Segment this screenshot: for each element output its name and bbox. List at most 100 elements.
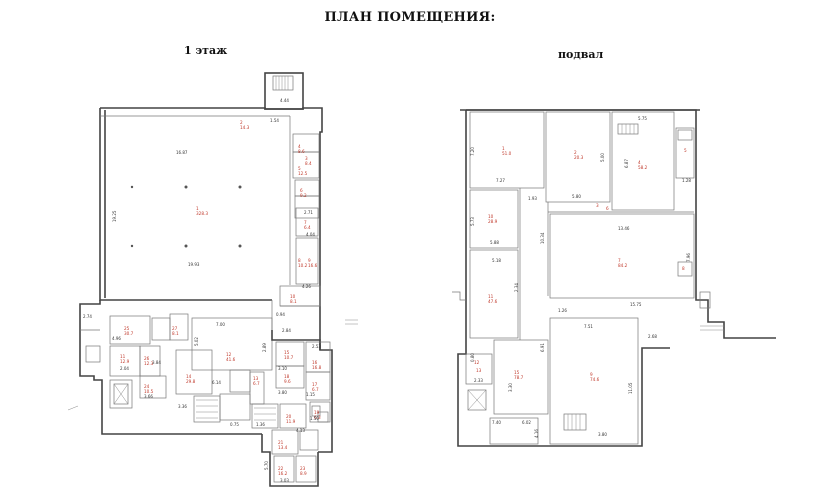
basement-dim: 6.87 (624, 159, 629, 168)
basement-dim: 6.02 (522, 420, 531, 425)
floor1-dim: 0.94 (276, 312, 285, 317)
basement-room-label-13: 13 (476, 368, 482, 373)
room-area: 8.1 (290, 299, 297, 304)
basement-dim: 2.33 (474, 378, 483, 383)
room-area: 8.6 (298, 149, 305, 154)
room-number: 27 (172, 326, 178, 331)
floor1-dim: 1.36 (256, 422, 265, 427)
room-number: 24 (144, 384, 150, 389)
room-area: 6.3 (314, 415, 321, 420)
basement-room-label-8: 8 (682, 266, 685, 271)
room-number: 5 (298, 166, 301, 171)
room-number: 3 (596, 203, 599, 208)
floor1-dim: 1.50 (310, 416, 319, 421)
room-number: 6 (606, 206, 609, 211)
basement-dim: 3.30 (508, 383, 513, 392)
basement-dim: 5.88 (490, 240, 499, 245)
room-number: 7 (618, 258, 621, 263)
room-area: 78.7 (514, 375, 524, 380)
floor1-dim: 7.00 (216, 322, 225, 327)
room-number: 18 (284, 374, 290, 379)
room-area: 10.2 (298, 263, 308, 268)
room-number: 13 (253, 376, 259, 381)
room-area: 29.8 (186, 379, 196, 384)
room-area: 20.3 (574, 155, 584, 160)
basement-dim: 3.80 (598, 432, 607, 437)
room-number: 2 (240, 120, 243, 125)
basement-dim: 7.96 (686, 253, 691, 262)
floor1-dim: 3.80 (278, 390, 287, 395)
basement-dim: 7.27 (496, 178, 505, 183)
floor1-dim: 4.44 (280, 98, 289, 103)
room-number: 2 (574, 150, 577, 155)
floor1-dim: 3.03 (280, 478, 289, 483)
room-number: 19 (314, 410, 320, 415)
floor1-dim: 2.84 (282, 328, 291, 333)
room-area: 16.2 (278, 471, 288, 476)
floor1-label: 1 этаж (184, 44, 228, 57)
room-area: 14.3 (240, 125, 250, 130)
basement-dim: 13.46 (618, 226, 630, 231)
basement-dim: 0.80 (470, 353, 475, 362)
room-area: 16.6 (308, 263, 318, 268)
basement-dim: 10.34 (540, 232, 545, 244)
basement-label: подвал (558, 48, 604, 61)
room-number: 12 (226, 352, 232, 357)
room-area: 74.6 (590, 377, 600, 382)
room-area: 328.3 (196, 211, 208, 216)
basement-dim: 5.18 (492, 258, 501, 263)
room-number: 26 (144, 356, 150, 361)
basement-dim: 2.68 (648, 334, 657, 339)
floor1-dim: 2.74 (83, 314, 92, 319)
basement-room-label-5: 5 (684, 148, 687, 153)
basement-dim: 5.80 (572, 194, 581, 199)
floor1-dim: 1.54 (270, 118, 279, 123)
room-area: 47.6 (488, 299, 498, 304)
room-number: 8 (298, 258, 301, 263)
basement-dim: 5.00 (600, 153, 605, 162)
floor1-dim: 0.75 (230, 422, 239, 427)
room-area: 51.0 (502, 151, 512, 156)
room-number: 10 (488, 214, 494, 219)
basement-dim: 4.16 (534, 429, 539, 438)
basement-room-label-12: 12 (474, 360, 480, 365)
room-number: 17 (312, 382, 318, 387)
room-number: 10 (290, 294, 296, 299)
basement-dim: 5.73 (470, 217, 475, 226)
floor1-dim: 5.02 (194, 337, 199, 346)
floor1-dim: 5.70 (264, 461, 269, 470)
room-area: 28.9 (488, 219, 498, 224)
room-area: 6.7 (253, 381, 260, 386)
room-number: 22 (278, 466, 284, 471)
basement-dim: 1.26 (558, 308, 567, 313)
room-number: 5 (684, 148, 687, 153)
room-area: 11.9 (286, 419, 296, 424)
room-number: 1 (196, 206, 199, 211)
